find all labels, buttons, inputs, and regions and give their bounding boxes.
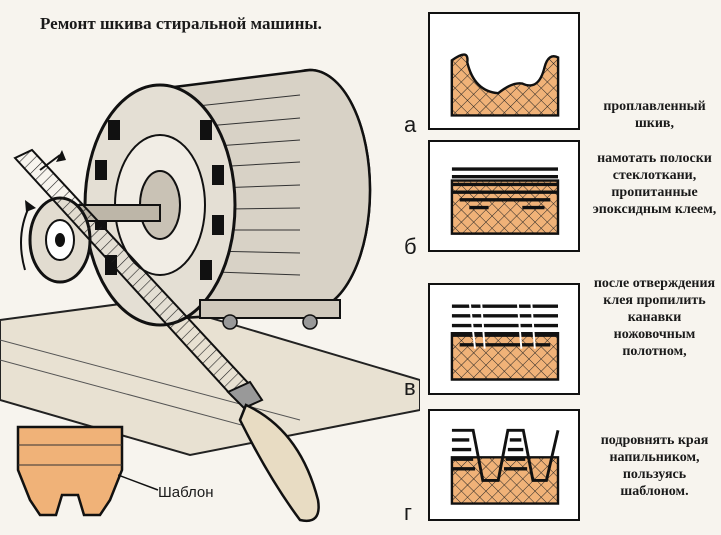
step-caption-g: подровнять края напильником, пользуясь ш… [600,433,709,499]
diagram-title: Ремонт шкива стиральной машины. [40,14,322,33]
template-leader-line [118,474,159,491]
step-letter-a: а [404,112,417,137]
step-caption-a: проплавленный шкив, [603,99,706,131]
motor-illustration [0,68,420,523]
step-letter-b: б [404,234,417,259]
panel-b [428,140,580,252]
step-letter-g: г [404,500,413,525]
step-caption-v: после отверждения клея пропилить канавки… [593,276,716,359]
template-label: Шаблон [158,484,214,501]
panel-v [428,283,580,395]
step-letter-v: в [404,375,416,400]
template-shape [16,425,124,517]
step-caption-b: намотать полоски стеклоткани, пропитанны… [592,151,717,217]
panel-g [428,409,580,521]
panel-a [428,12,580,130]
file-handle [238,403,320,523]
